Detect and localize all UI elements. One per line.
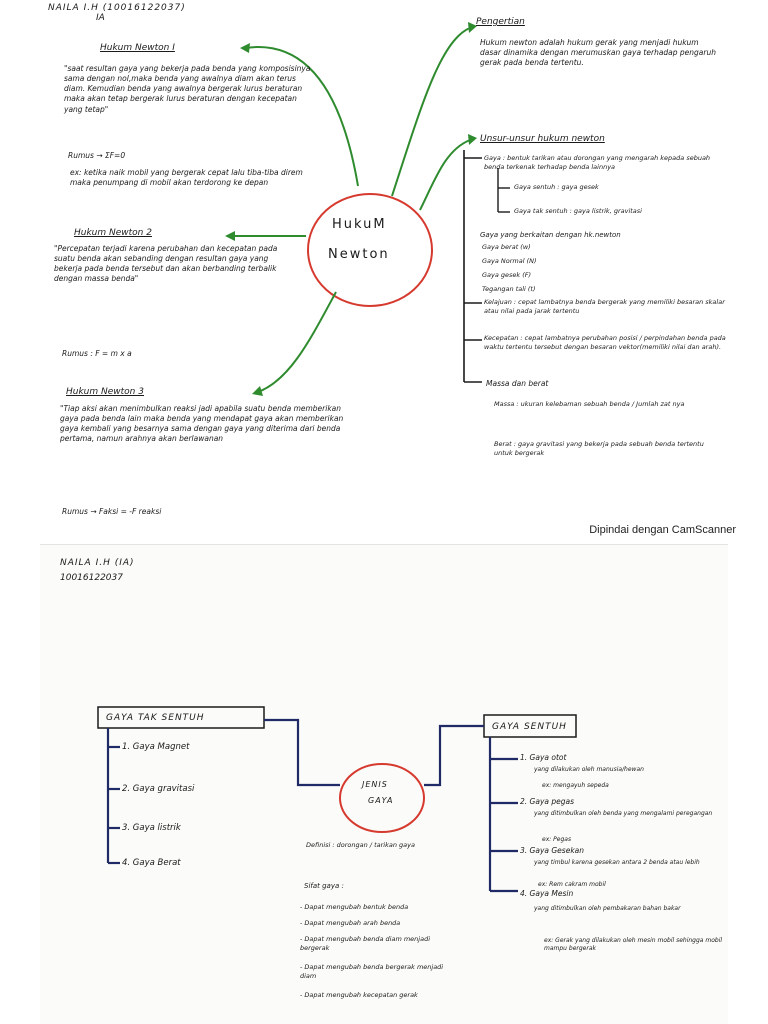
unsur-massa: Massa : ukuran kelebaman sebuah benda / … xyxy=(494,400,685,408)
sentuh-item-label: 2. Gaya pegas xyxy=(520,797,575,806)
sentuh-item-example: ex: Gerak yang dilakukan oleh mesin mobi… xyxy=(544,937,723,953)
unsur-berat: Berat : gaya gravitasi yang bekerja pada… xyxy=(494,440,704,457)
page2-name: NAILA I.H (IA) xyxy=(60,558,135,568)
notes-page-2: NAILA I.H (IA) 10016122037 JENIS GAYA GA… xyxy=(40,545,728,1024)
hukum2-body: "Percepatan terjadi karena perubahan dan… xyxy=(54,244,278,284)
tak-sentuh-item: 2. Gaya gravitasi xyxy=(122,784,195,794)
jenis-gaya-line1: JENIS xyxy=(362,780,388,789)
hukum2-title: Hukum Newton 2 xyxy=(74,228,152,238)
unsur-kelajuan: Kelajuan : cepat lambatnya benda bergera… xyxy=(484,298,725,315)
sentuh-item-desc: yang timbul karena gesekan antara 2 bend… xyxy=(534,859,700,866)
center-title-line2: Newton xyxy=(328,247,390,262)
sentuh-item-desc: yang ditimbulkan oleh benda yang mengala… xyxy=(534,810,713,817)
tak-sentuh-box xyxy=(97,706,265,729)
hukum1-example: ex: ketika naik mobil yang bergerak cepa… xyxy=(70,168,303,188)
sentuh-item-label: 4. Gaya Mesin xyxy=(520,889,574,898)
unsur-gaya-sentuh: Gaya sentuh : gaya gesek xyxy=(514,183,599,191)
berkaitan-item: Gaya gesek (F) xyxy=(482,271,532,279)
sifat-item: - Dapat mengubah benda bergerak menjadi … xyxy=(300,963,444,980)
sifat-item: - Dapat mengubah bentuk benda xyxy=(300,903,409,911)
sentuh-title: GAYA SENTUH xyxy=(492,722,567,732)
center-title-line1: HukuM xyxy=(332,217,387,232)
sifat-item: - Dapat mengubah arah benda xyxy=(300,919,401,927)
unsur-gaya-tak-sentuh: Gaya tak sentuh : gaya listrik, gravitas… xyxy=(514,207,642,215)
hukum1-body: "saat resultan gaya yang bekerja pada be… xyxy=(64,64,311,114)
tak-sentuh-item: 4. Gaya Berat xyxy=(122,858,181,868)
hukum2-rumus: Rumus : F = m x a xyxy=(62,349,132,358)
mindmap-connectors-2 xyxy=(97,706,577,893)
sentuh-item-label: 3. Gaya Gesekan xyxy=(520,846,585,855)
camscanner-watermark: Dipindai dengan CamScanner xyxy=(589,524,736,536)
pengertian-title: Pengertian xyxy=(476,17,525,27)
sentuh-item-label: 1. Gaya otot xyxy=(520,753,567,762)
sentuh-item-example: ex: mengayuh sepeda xyxy=(542,782,609,789)
jenis-gaya-circle xyxy=(339,763,425,833)
page2-nim: 10016122037 xyxy=(60,573,123,583)
hukum1-title: Hukum Newton I xyxy=(100,43,175,53)
pengertian-body: Hukum newton adalah hukum gerak yang men… xyxy=(480,38,716,68)
sifat-title: Sifat gaya : xyxy=(304,882,344,890)
unsur-kecepatan: Kecepatan : cepat lambatnya perubahan po… xyxy=(484,334,726,351)
sifat-item: - Dapat mengubah benda diam menjadi berg… xyxy=(300,935,431,952)
hukum1-rumus: Rumus → ΣF=0 xyxy=(68,151,126,160)
sifat-item: - Dapat mengubah kecepatan gerak xyxy=(300,991,418,999)
berkaitan-title: Gaya yang berkaitan dengan hk.newton xyxy=(480,231,621,239)
tak-sentuh-item: 3. Gaya listrik xyxy=(122,823,181,833)
sentuh-item-desc: yang dilakukan oleh manusia/hewan xyxy=(534,766,644,773)
notes-page-1: NAILA I.H (10016122037) IA HukuM Newton … xyxy=(40,0,728,522)
berkaitan-item: Gaya Normal (N) xyxy=(482,257,537,265)
hukum3-body: "Tiap aksi akan menimbulkan reaksi jadi … xyxy=(60,404,344,444)
mindmap-connectors-1 xyxy=(225,22,510,396)
page1-class: IA xyxy=(96,13,105,23)
berkaitan-item: Gaya berat (w) xyxy=(482,243,531,251)
page1-name: NAILA I.H (10016122037) xyxy=(48,3,186,13)
definisi: Definisi : dorongan / tarikan gaya xyxy=(306,841,415,849)
sentuh-item-example: ex: Pegas xyxy=(542,836,572,843)
tak-sentuh-title: GAYA TAK SENTUH xyxy=(106,713,205,723)
hukum3-rumus: Rumus → Faksi = -F reaksi xyxy=(62,507,162,516)
unsur-gaya: Gaya : bentuk tarikan atau dorongan yang… xyxy=(484,154,711,171)
sentuh-item-desc: yang ditimbulkan oleh pembakaran bahan b… xyxy=(534,905,681,912)
hukum3-title: Hukum Newton 3 xyxy=(66,387,144,397)
unsur-title: Unsur-unsur hukum newton xyxy=(480,134,605,144)
jenis-gaya-line2: GAYA xyxy=(368,796,394,805)
center-circle xyxy=(307,193,433,307)
berkaitan-item: Tegangan tali (t) xyxy=(482,285,536,293)
page-gap xyxy=(0,522,768,545)
unsur-massa-berat: Massa dan berat xyxy=(486,379,549,388)
sentuh-item-example: ex: Rem cakram mobil xyxy=(538,881,606,888)
tak-sentuh-item: 1. Gaya Magnet xyxy=(122,742,190,752)
